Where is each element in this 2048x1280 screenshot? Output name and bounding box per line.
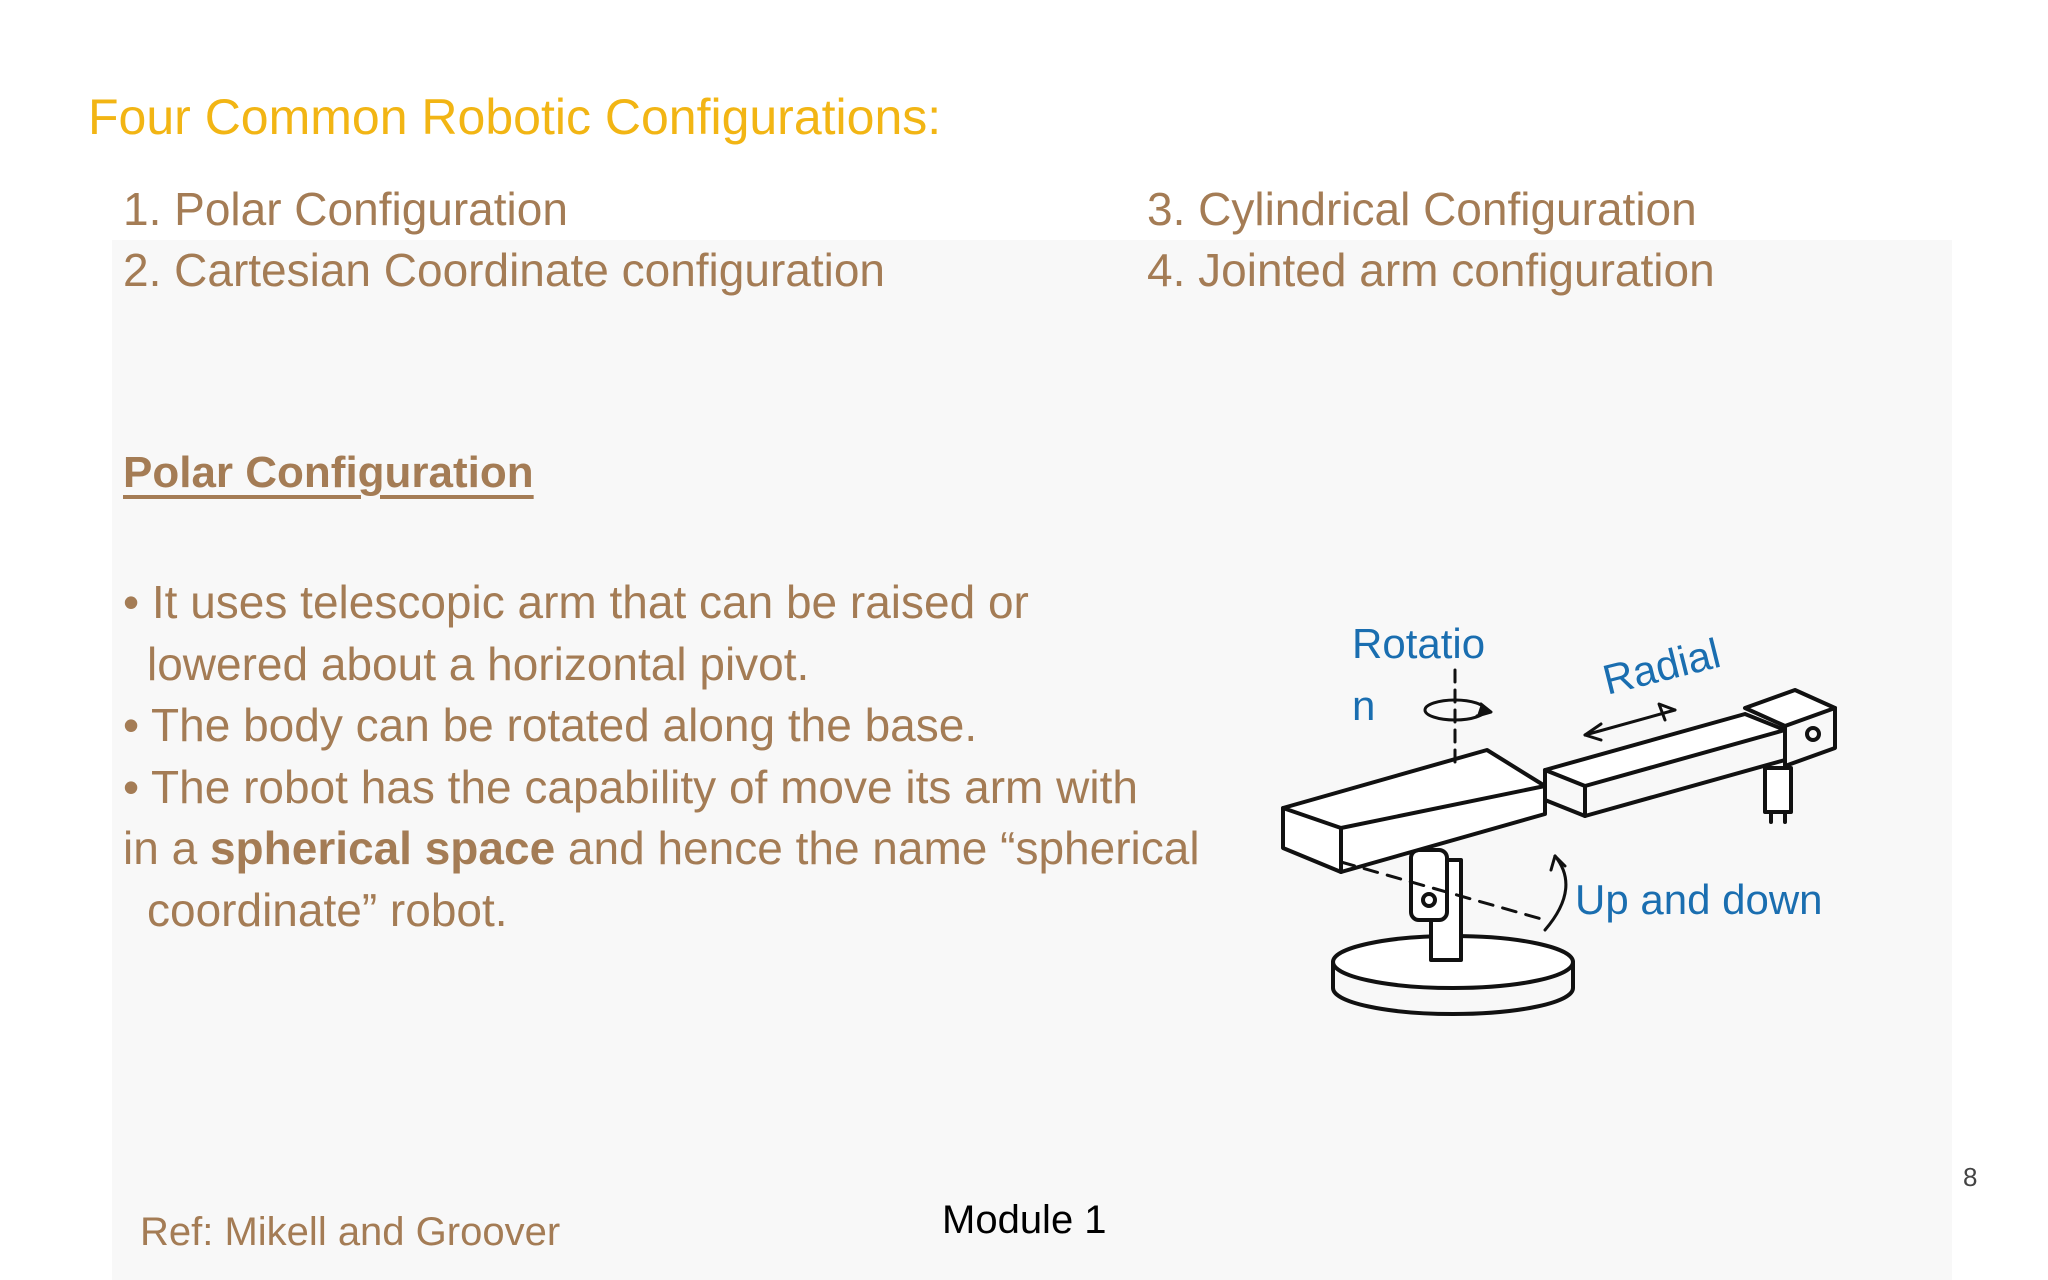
page-number: 8 [1963,1162,1978,1192]
slide-title: Four Common Robotic Configurations: [88,89,942,145]
config-item-cylindrical: 3. Cylindrical Configuration [1147,183,1697,235]
bullet-3-line-2: in a spherical space and hence the name … [123,818,1243,880]
section-heading: Polar Configuration [123,448,534,497]
vertical-post [1409,848,1463,962]
rotation-label-line-1: Rotatio [1352,620,1486,667]
footer-module: Module 1 [942,1198,1107,1242]
polar-robot-diagram [1281,668,1837,1016]
bullet-1-line-2: lowered about a horizontal pivot. [147,637,810,690]
config-item-polar: 1. Polar Configuration [123,183,568,235]
arm-body-box [1281,748,1547,874]
up-down-label: Up and down [1575,876,1823,923]
bullet-3-line-3: coordinate” robot. [147,883,508,936]
bullet-2: • The body can be rotated along the base… [123,699,978,751]
bullet-3-post: and hence the name “spherical [555,822,1200,874]
bullet-3-pre: in a [123,822,210,874]
bullet-1-line-1: • It uses telescopic arm that can be rai… [123,576,1029,628]
reference-text: Ref: Mikell and Groover [140,1210,561,1254]
rotation-arrow [1423,668,1493,767]
telescopic-arm [1543,688,1837,824]
bullet-3-line-1: • The robot has the capability of move i… [123,760,1138,813]
config-item-cartesian: 2. Cartesian Coordinate configuration [123,244,886,296]
bullet-3-bold: spherical space [209,822,556,874]
up-down-arrow [1339,854,1568,932]
config-item-jointed-arm: 4. Jointed arm configuration [1147,244,1715,296]
bullet-list: • It uses telescopic arm that can be rai… [123,572,1243,941]
radial-arrow [1583,702,1677,742]
rotation-label-line-2: n [1352,682,1376,729]
